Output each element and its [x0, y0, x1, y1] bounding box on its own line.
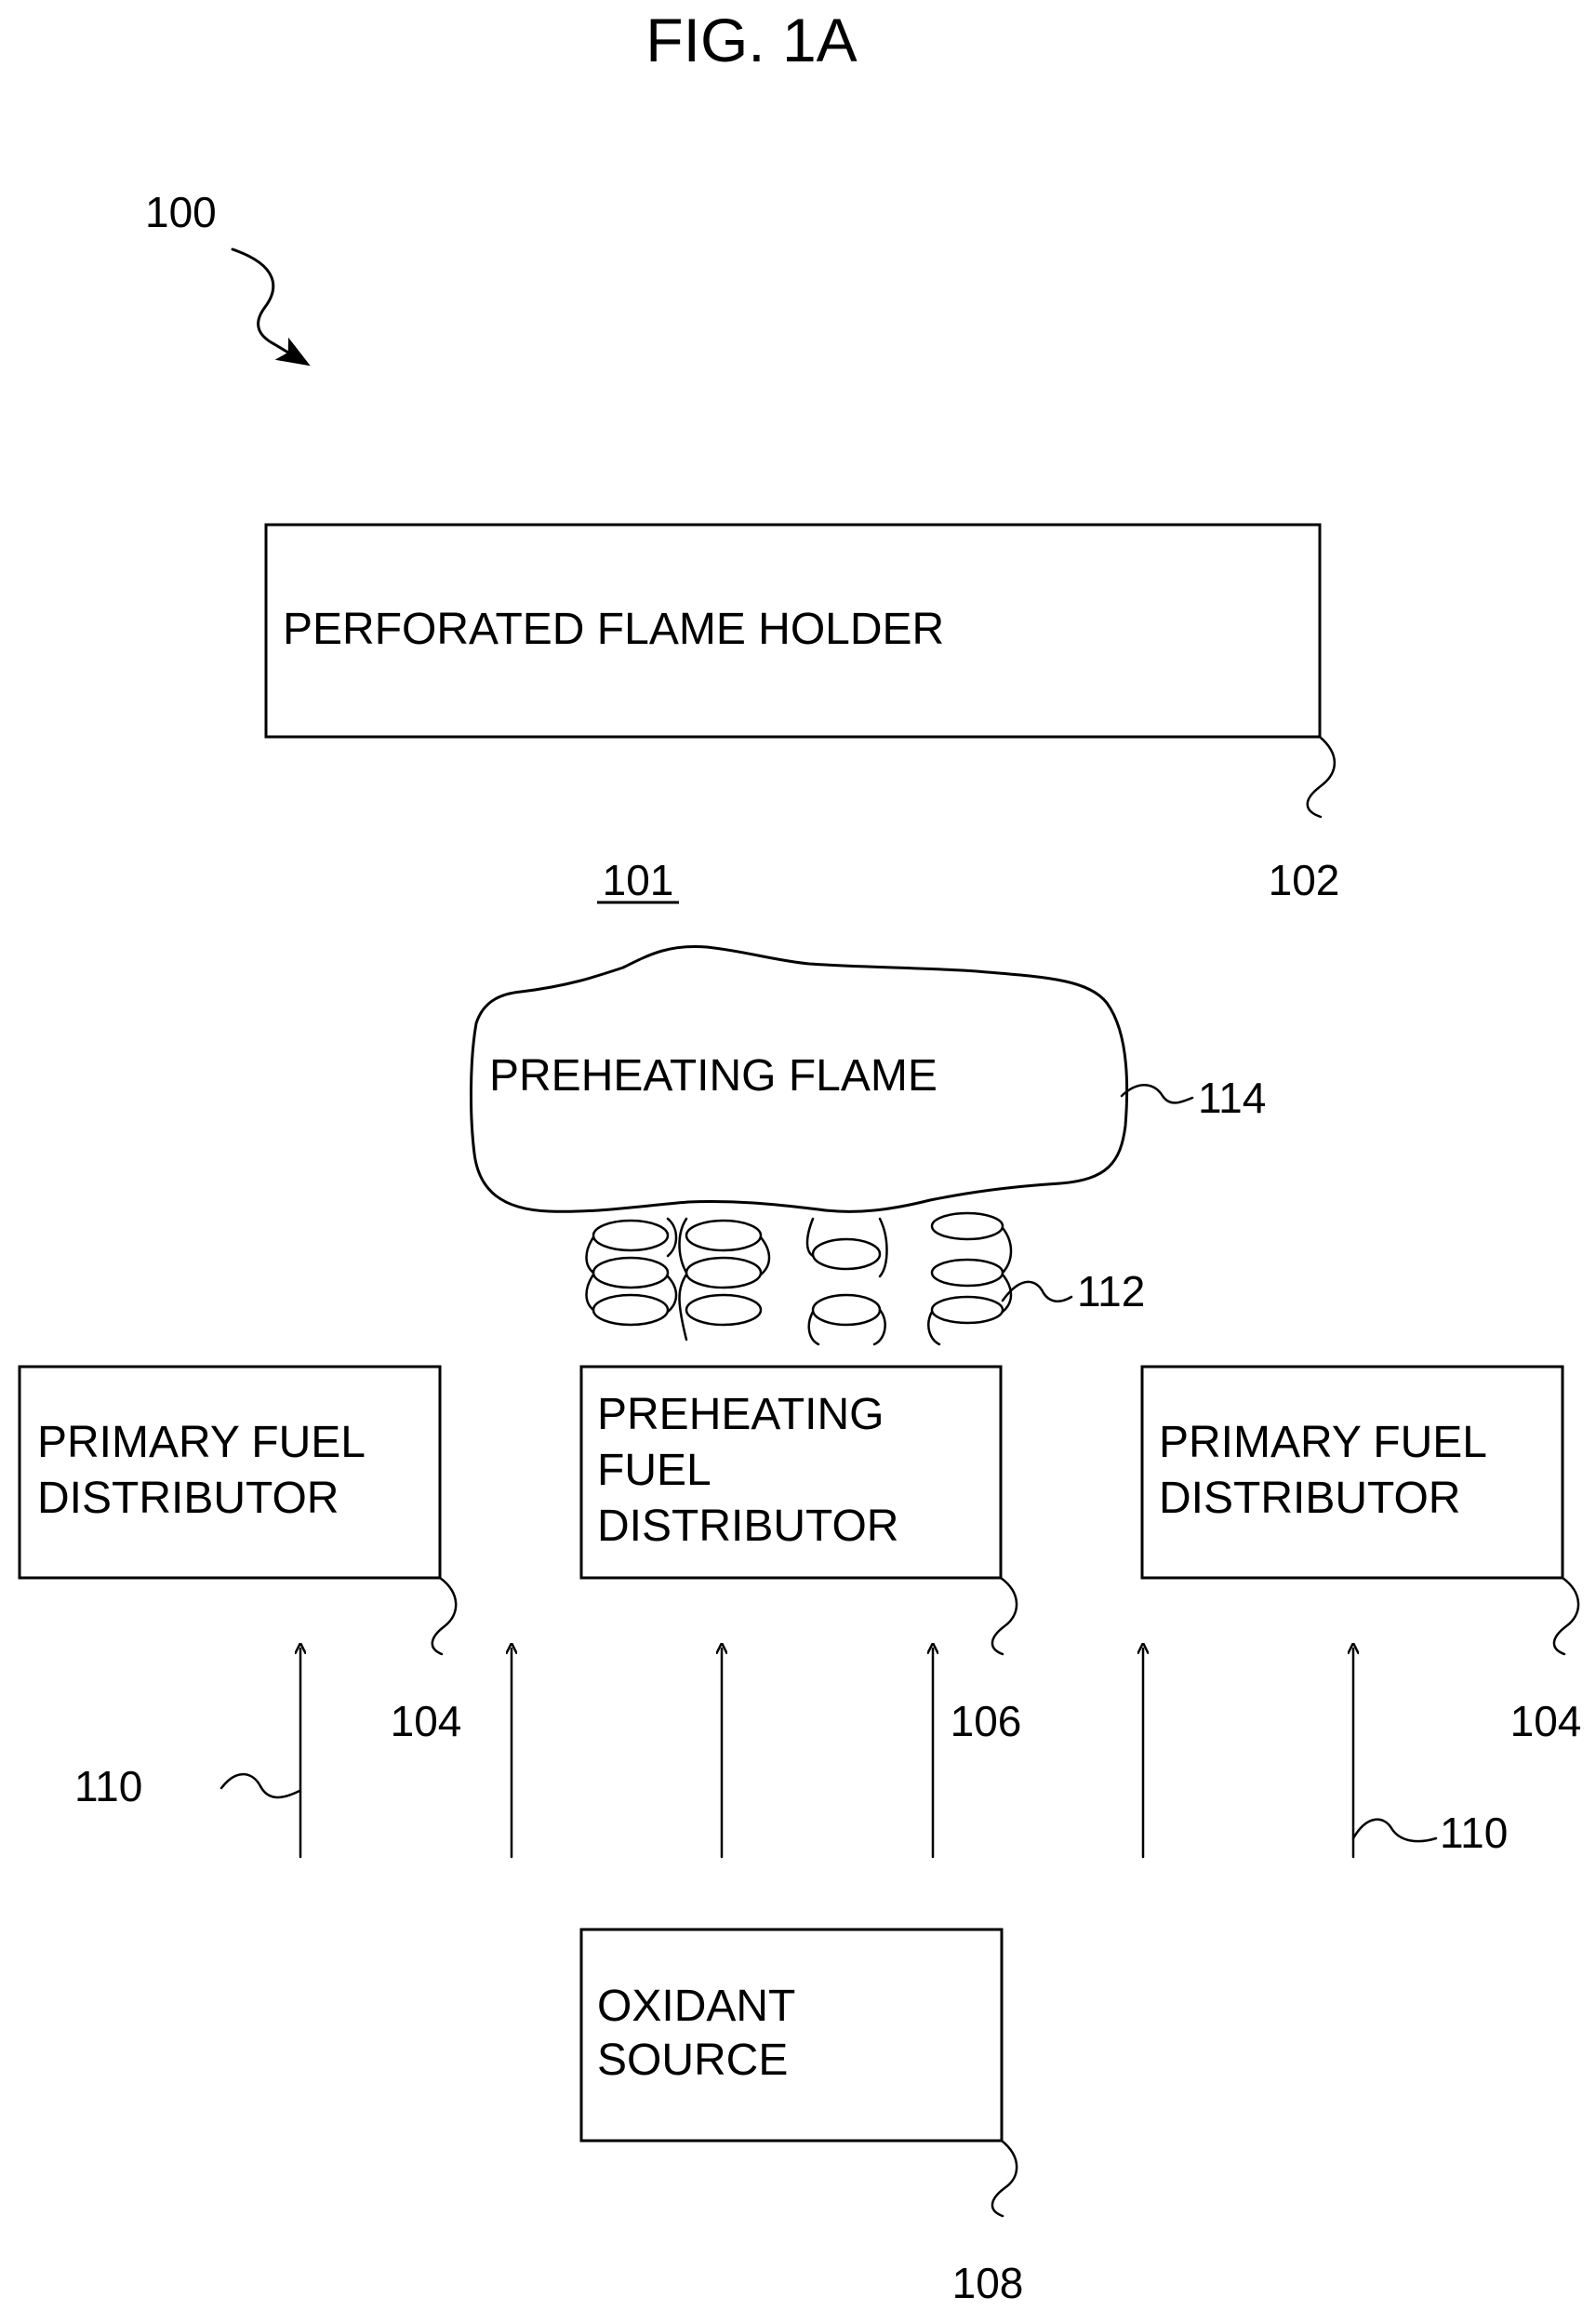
perforated-flame-holder-label: PERFORATED FLAME HOLDER [283, 605, 944, 654]
ref-leader-106 [992, 1578, 1017, 1654]
preheating-fuel-distributor-ref: 106 [951, 1697, 1022, 1745]
ref-leader-112 [1003, 1282, 1071, 1302]
oxidant-flow-ref-left: 110 [74, 1762, 142, 1810]
oxidant-source-ref: 108 [952, 2259, 1024, 2305]
mixing-vortices-ref: 112 [1077, 1267, 1145, 1315]
ref-leader-110-right [1353, 1820, 1436, 1841]
mixing-vortices [587, 1213, 1012, 1344]
ref-leader-104-right [1554, 1578, 1578, 1654]
oxidant-flow-ref-right: 110 [1440, 1809, 1508, 1857]
combustion-space-ref: 101 [603, 856, 674, 904]
primary-fuel-distributor-right-box [1142, 1367, 1563, 1578]
preheating-flame-ref: 114 [1198, 1074, 1266, 1122]
primary-fuel-distributor-left-ref: 104 [391, 1697, 462, 1745]
ref-leader-108 [992, 2141, 1017, 2216]
vortex-coil [680, 1219, 770, 1340]
primary-fuel-distributor-left-line2: DISTRIBUTOR [37, 1474, 339, 1523]
vortex-coil [928, 1213, 1011, 1344]
figure-title: FIG. 1A [645, 6, 857, 74]
ref-leader-104-left [432, 1578, 456, 1654]
vortex-coil [807, 1219, 887, 1344]
preheating-fuel-distributor-line2: FUEL [597, 1446, 712, 1495]
primary-fuel-distributor-left-box [20, 1367, 440, 1578]
ref-leader-110-left [221, 1774, 299, 1797]
preheating-fuel-distributor-line3: DISTRIBUTOR [597, 1502, 898, 1551]
oxidant-source-line1: OXIDANT [597, 1982, 795, 2031]
ref-leader-102 [1308, 737, 1335, 817]
perforated-flame-holder-ref: 102 [1269, 856, 1340, 904]
oxidant-flow-arrows [300, 1649, 1353, 1857]
oxidant-source-line2: SOURCE [597, 2036, 788, 2085]
primary-fuel-distributor-right-line2: DISTRIBUTOR [1159, 1474, 1460, 1523]
system-ref-arrow [233, 249, 298, 358]
preheating-flame-label: PREHEATING FLAME [489, 1051, 938, 1101]
vortex-coil [587, 1219, 677, 1325]
primary-fuel-distributor-left-line1: PRIMARY FUEL [37, 1418, 366, 1467]
primary-fuel-distributor-right-ref: 104 [1510, 1697, 1582, 1745]
primary-fuel-distributor-right-line1: PRIMARY FUEL [1159, 1418, 1487, 1467]
ref-leader-114 [1122, 1085, 1192, 1102]
system-ref-label: 100 [145, 188, 217, 236]
preheating-fuel-distributor-line1: PREHEATING [597, 1390, 884, 1439]
